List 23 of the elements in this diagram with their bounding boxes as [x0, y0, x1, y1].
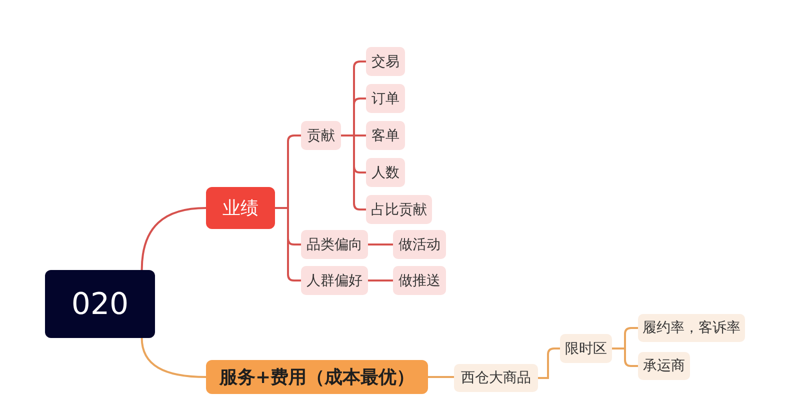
subtopic-box: 占比贡献	[366, 195, 432, 224]
subtopic-box: 品类偏向	[301, 230, 368, 259]
subtopic-box: 客单	[366, 121, 405, 150]
subtopic-box: 承运商	[638, 352, 690, 380]
subtopic-box: 做推送	[393, 266, 446, 295]
subtopic-box: 订单	[366, 84, 405, 113]
subtopic-box: 西仓大商品	[454, 364, 538, 392]
main-topic-box: 业绩	[206, 187, 275, 229]
subtopic-box: 履约率，客诉率	[638, 314, 745, 342]
subtopic-box: 限时区	[560, 334, 612, 363]
subtopic-box: 人群偏好	[301, 266, 368, 295]
connector-line	[140, 207, 206, 270]
connector-line	[140, 338, 206, 378]
subtopic-box: 做活动	[393, 230, 446, 259]
subtopic-box: 贡献	[301, 121, 341, 150]
connector-line	[368, 280, 393, 282]
connector-line	[428, 376, 454, 378]
connector-line	[538, 348, 560, 379]
subtopic-box: 人数	[366, 158, 405, 187]
connector-line	[368, 244, 393, 246]
main-topic-box: 服务+费用（成本最优）	[206, 360, 428, 394]
central-topic-box: 020	[45, 270, 155, 338]
subtopic-box: 交易	[366, 47, 405, 76]
